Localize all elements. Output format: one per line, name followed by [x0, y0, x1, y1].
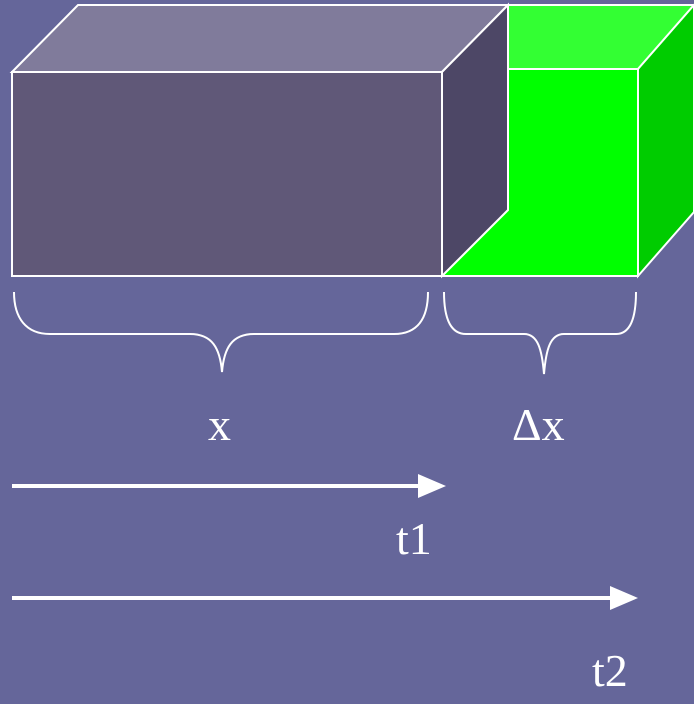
x-box	[9, 2, 511, 279]
slab-side-face	[637, 3, 694, 279]
t1-label: t1	[396, 513, 432, 564]
t2-arrow	[12, 586, 638, 610]
delta-x-label: Δx	[512, 399, 565, 450]
x-brace	[13, 291, 429, 373]
t2-label: t2	[592, 645, 628, 696]
delta-x-brace	[443, 291, 637, 375]
x-label: x	[208, 399, 231, 450]
box-top-face	[9, 4, 511, 73]
box-side-face	[441, 2, 509, 279]
delta-x-slab	[439, 3, 694, 279]
t1-arrow	[12, 474, 446, 498]
box-front-face	[11, 71, 443, 277]
